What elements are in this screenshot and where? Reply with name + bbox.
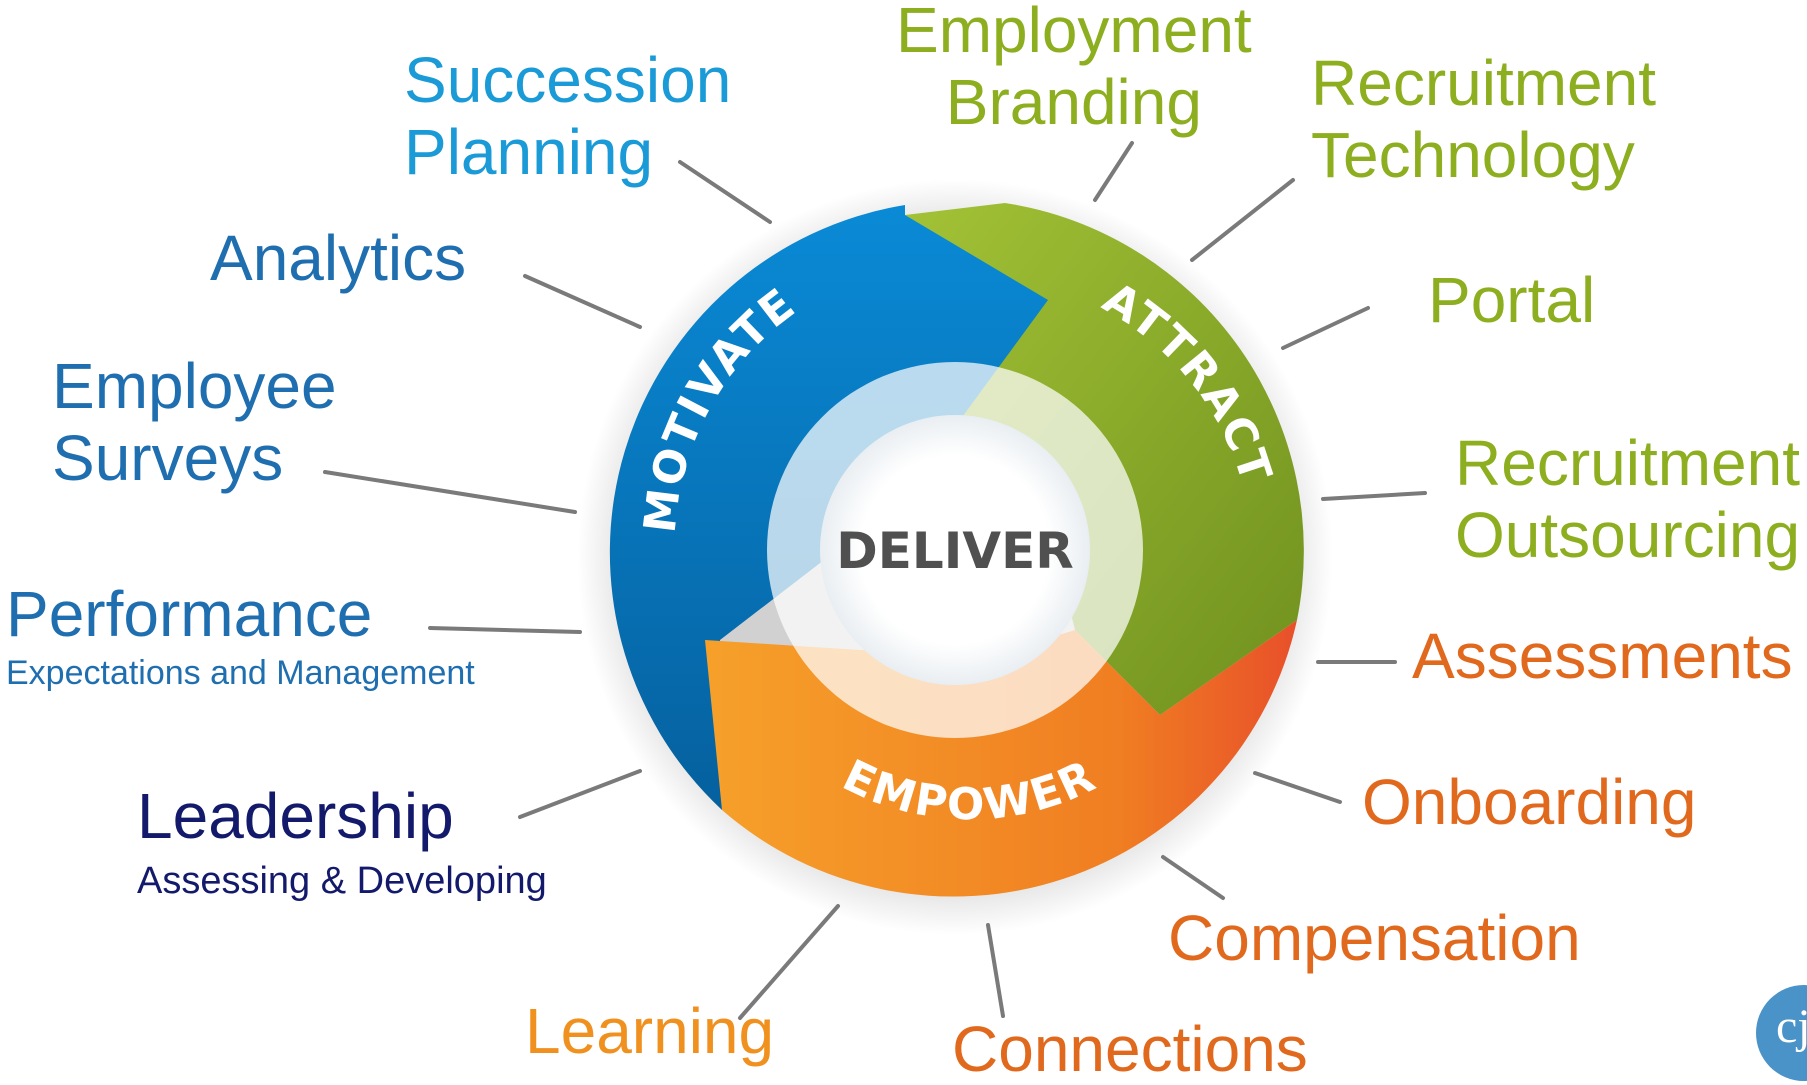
- company-logo: cj: [1756, 985, 1807, 1081]
- connector-learning: [738, 904, 840, 1020]
- recruitment-out-line1: Recruitment: [1455, 427, 1800, 499]
- succession-line2: Planning: [404, 116, 654, 189]
- connector-analytics: [523, 274, 642, 329]
- label-compensation: Compensation: [1168, 902, 1581, 974]
- succession-line1: Succession: [404, 44, 732, 116]
- center-label: DELIVER: [836, 522, 1073, 580]
- label-portal: Portal: [1428, 264, 1595, 336]
- center-disc: [820, 415, 1090, 685]
- label-leadership: Leadership Assessing & Developing: [137, 780, 547, 903]
- performance-title: Performance: [6, 578, 373, 650]
- recruitment-tech-line2: Technology: [1311, 119, 1635, 192]
- label-analytics: Analytics: [210, 222, 466, 294]
- label-succession-planning: Succession Planning: [404, 44, 731, 189]
- connector-recruitment-outsourcing: [1321, 491, 1427, 501]
- label-recruitment-technology: Recruitment Technology: [1311, 47, 1656, 192]
- employee-surveys-line2: Surveys: [52, 422, 284, 495]
- connector-onboarding: [1253, 771, 1342, 804]
- learning-text: Learning: [525, 995, 775, 1067]
- connector-connections: [986, 923, 1005, 1018]
- connector-performance: [428, 626, 582, 634]
- label-performance: Performance Expectations and Management: [6, 578, 475, 693]
- label-learning: Learning: [525, 995, 774, 1067]
- connector-leadership: [518, 769, 642, 819]
- connector-recruitment-technology: [1190, 178, 1295, 262]
- label-onboarding: Onboarding: [1362, 766, 1696, 838]
- compensation-text: Compensation: [1168, 902, 1581, 974]
- connector-lines: [323, 141, 1427, 1020]
- leadership-title: Leadership: [137, 780, 454, 852]
- leadership-subtitle: Assessing & Developing: [137, 860, 547, 903]
- label-employment-branding: Employment Branding: [896, 0, 1252, 139]
- portal-text: Portal: [1428, 264, 1596, 336]
- assessments-text: Assessments: [1412, 620, 1793, 692]
- onboarding-text: Onboarding: [1362, 766, 1697, 838]
- connector-succession: [678, 160, 772, 224]
- label-assessments: Assessments: [1412, 620, 1793, 692]
- logo-text: cj: [1776, 1000, 1807, 1053]
- analytics-text: Analytics: [210, 222, 467, 294]
- connector-employee-surveys: [323, 470, 577, 514]
- label-employee-surveys: Employee Surveys: [52, 350, 337, 495]
- recruitment-out-line2: Outsourcing: [1455, 499, 1801, 572]
- connector-compensation: [1161, 855, 1225, 900]
- connector-portal: [1281, 306, 1370, 350]
- connections-text: Connections: [952, 1013, 1308, 1085]
- label-recruitment-outsourcing: Recruitment Outsourcing: [1455, 427, 1800, 572]
- employment-line2: Branding: [945, 66, 1202, 139]
- label-connections: Connections: [952, 1013, 1308, 1085]
- employment-line1: Employment: [896, 0, 1252, 66]
- connector-employment-branding: [1093, 141, 1134, 202]
- employee-surveys-line1: Employee: [52, 350, 337, 422]
- performance-subtitle: Expectations and Management: [6, 654, 475, 693]
- recruitment-tech-line1: Recruitment: [1311, 47, 1656, 119]
